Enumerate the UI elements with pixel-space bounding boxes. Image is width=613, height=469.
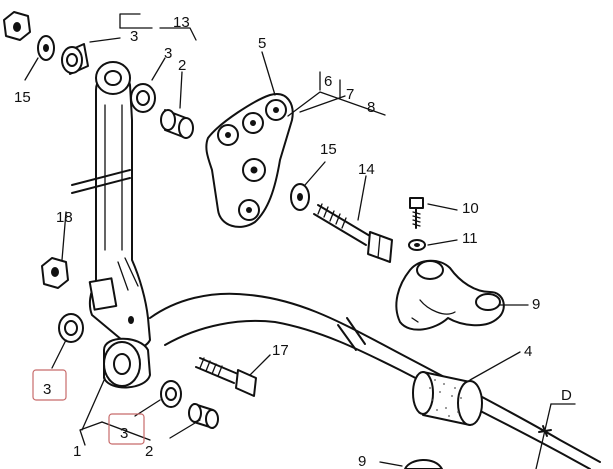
label-d: D bbox=[561, 387, 572, 404]
label-7: 7 bbox=[346, 86, 354, 103]
dimension-d bbox=[535, 403, 576, 469]
label-5: 5 bbox=[258, 35, 266, 52]
label-1: 1 bbox=[73, 443, 81, 460]
label-6: 6 bbox=[324, 73, 332, 90]
bar-bushing bbox=[412, 371, 483, 426]
mounting-plate bbox=[205, 93, 294, 228]
label-3-upper-right: 3 bbox=[164, 45, 172, 62]
callout-box-3-bottom bbox=[108, 413, 145, 445]
label-15-left: 15 bbox=[14, 89, 31, 106]
label-2-bottom: 2 bbox=[145, 443, 153, 460]
callout-box-3-left bbox=[32, 369, 67, 401]
label-4: 4 bbox=[524, 343, 532, 360]
bar-bracket bbox=[395, 259, 505, 331]
bolt-14 bbox=[290, 183, 393, 263]
upper-bushing-sleeve bbox=[130, 83, 194, 139]
leader-lines bbox=[24, 13, 529, 467]
label-8: 8 bbox=[367, 99, 375, 116]
lower-hardware bbox=[58, 313, 219, 429]
label-9-upper: 9 bbox=[532, 296, 540, 313]
label-13: 13 bbox=[173, 14, 190, 31]
part-labels: 15 3 13 3 2 5 6 7 8 15 14 10 11 9 4 18 1… bbox=[14, 14, 572, 469]
label-3-lower: 3 bbox=[120, 425, 128, 442]
bolt-17 bbox=[195, 357, 257, 397]
stabilizer-bar bbox=[149, 292, 601, 469]
link-rod bbox=[71, 61, 151, 350]
label-15-right: 15 bbox=[320, 141, 337, 158]
label-18: 18 bbox=[56, 209, 73, 226]
upper-hardware bbox=[3, 11, 89, 75]
label-3-lower-left: 3 bbox=[43, 381, 51, 398]
label-14: 14 bbox=[358, 161, 375, 178]
label-2-top: 2 bbox=[178, 57, 186, 74]
label-9-lower: 9 bbox=[358, 453, 366, 469]
bolt-and-nut bbox=[408, 197, 426, 251]
label-10: 10 bbox=[462, 200, 479, 217]
lower-bracket bbox=[404, 459, 443, 469]
label-11: 11 bbox=[462, 230, 478, 247]
label-3-top: 3 bbox=[130, 28, 138, 45]
nut-18 bbox=[41, 257, 69, 289]
label-17: 17 bbox=[272, 342, 289, 359]
